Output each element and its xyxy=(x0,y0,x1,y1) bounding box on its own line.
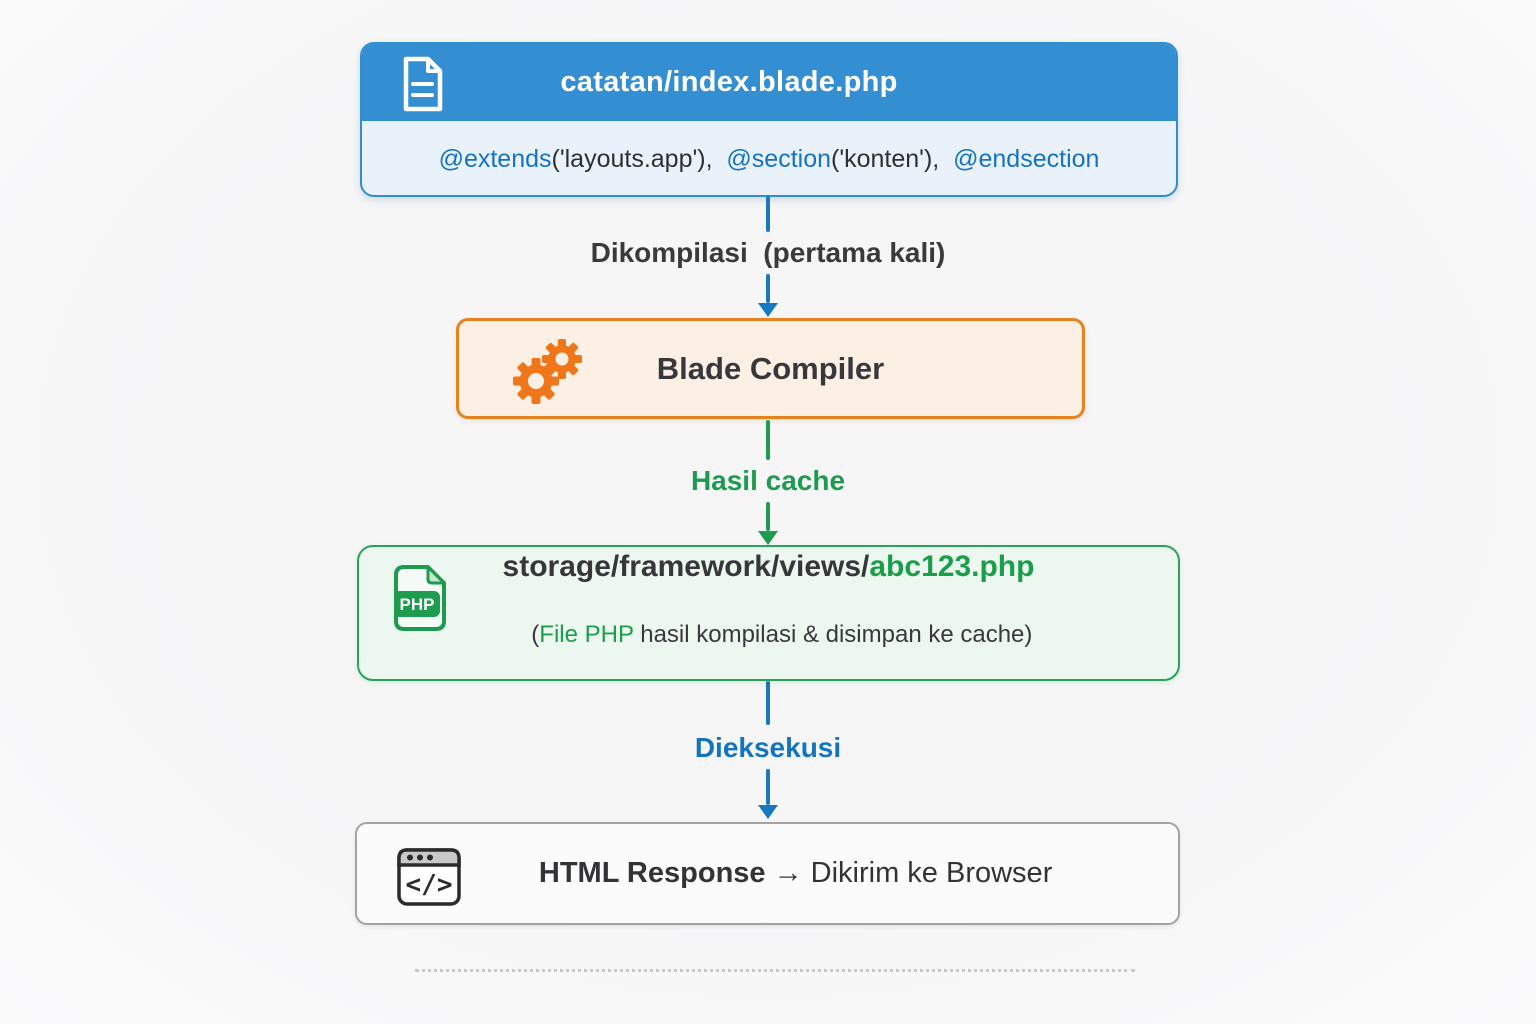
cached-view-box: PHP storage/framework/views/abc123.php (… xyxy=(357,545,1180,681)
response-title-bold: HTML Response xyxy=(538,857,766,889)
arrow-line xyxy=(766,420,770,460)
html-response-box: </> HTML Response → Dikirim ke Browser xyxy=(355,822,1180,925)
arrow-line xyxy=(766,681,770,725)
flow-arrow-compile: Dikompilasi (pertama kali) xyxy=(0,196,1536,317)
arrow-line xyxy=(766,274,770,303)
compile-step-label: Dikompilasi (pertama kali) xyxy=(590,237,946,268)
subtitle-highlight: File PHP xyxy=(539,620,634,648)
cached-path-filename: abc123.php xyxy=(869,549,1035,583)
cached-file-path: storage/framework/views/abc123.php xyxy=(503,550,1035,584)
subtitle-rest: hasil kompilasi & disimpan ke cache) xyxy=(633,620,1033,648)
cached-file-subtitle: (File PHP hasil kompilasi & disimpan ke … xyxy=(505,593,1033,677)
blade-code-line: @extends('layouts.app'), @section('konte… xyxy=(362,121,1176,195)
browser-code-icon: </> xyxy=(395,843,463,916)
flow-arrow-execute: Dieksekusi xyxy=(0,681,1536,819)
code-glyph: </> xyxy=(406,870,453,900)
php-file-icon: PHP xyxy=(391,563,451,638)
cache-step-label: Hasil cache xyxy=(690,465,846,496)
arrow-line xyxy=(766,196,770,232)
arrow-line xyxy=(766,502,770,531)
response-title: HTML Response → Dikirim ke Browser xyxy=(507,824,1053,923)
cached-path-prefix: storage/framework/views/ xyxy=(502,549,870,583)
dotted-divider xyxy=(415,969,1135,972)
arrow-line xyxy=(766,769,770,805)
response-title-rest: → Dikirim ke Browser xyxy=(765,857,1053,889)
blade-args: ('konten'), xyxy=(831,144,954,173)
blade-args: ('layouts.app'), xyxy=(551,144,727,173)
gears-icon xyxy=(511,337,585,410)
arrow-head-icon xyxy=(758,531,778,545)
php-badge-label: PHP xyxy=(400,595,435,614)
source-file-box: catatan/index.blade.php @extends('layout… xyxy=(360,42,1178,197)
document-icon xyxy=(398,55,446,118)
source-file-header: catatan/index.blade.php xyxy=(362,44,1176,121)
subtitle-paren: ( xyxy=(531,620,540,648)
arrow-head-icon xyxy=(758,805,778,819)
blade-directive: @section xyxy=(726,144,832,173)
blade-directive: @extends xyxy=(438,144,552,173)
source-file-title: catatan/index.blade.php xyxy=(560,66,898,98)
blade-directive: @endsection xyxy=(953,144,1100,173)
blade-compiler-title: Blade Compiler xyxy=(656,350,885,386)
execute-step-label: Dieksekusi xyxy=(694,732,842,763)
arrow-head-icon xyxy=(758,303,778,317)
flow-arrow-cache: Hasil cache xyxy=(0,420,1536,545)
blade-compiler-box: Blade Compiler xyxy=(456,318,1085,419)
